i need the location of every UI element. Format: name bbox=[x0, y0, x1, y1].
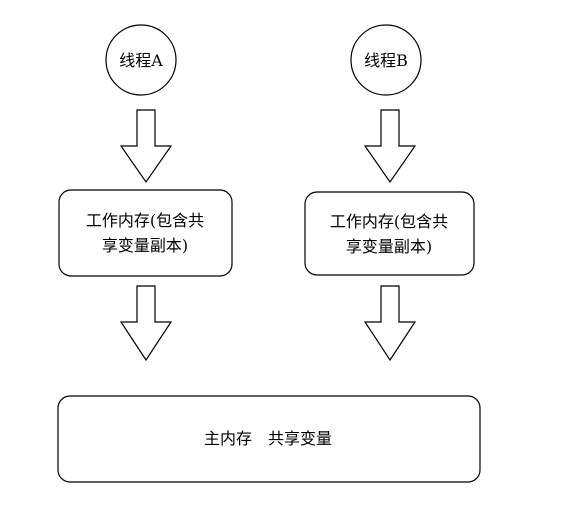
arrow-thread-a-to-working-memory-a bbox=[119, 109, 173, 184]
thread-b-label: 线程B bbox=[364, 51, 408, 70]
working-memory-a-line2: 享变量副本) bbox=[102, 236, 188, 255]
working-memory-b-node: 工作内存(包含共 享变量副本) bbox=[304, 191, 475, 276]
working-memory-b-line2: 享变量副本) bbox=[346, 237, 432, 256]
arrow-working-memory-b-to-main-memory bbox=[363, 285, 417, 362]
working-memory-a-node: 工作内存(包含共 享变量副本) bbox=[58, 189, 233, 277]
working-memory-b-box bbox=[304, 191, 475, 276]
thread-a-node: 线程A bbox=[105, 24, 177, 96]
arrow-thread-b-to-working-memory-b bbox=[363, 109, 417, 184]
thread-a-circle bbox=[105, 24, 177, 96]
main-memory-node: 主内存 共享变量 bbox=[57, 395, 481, 483]
working-memory-a-box bbox=[58, 189, 233, 277]
working-memory-a-line1: 工作内存(包含共 bbox=[86, 211, 204, 230]
main-memory-label: 主内存 共享变量 bbox=[204, 429, 332, 448]
working-memory-b-line1: 工作内存(包含共 bbox=[330, 212, 448, 231]
thread-b-node: 线程B bbox=[350, 24, 422, 96]
thread-a-label: 线程A bbox=[119, 51, 163, 70]
arrow-working-memory-a-to-main-memory bbox=[119, 285, 173, 362]
thread-b-circle bbox=[350, 24, 422, 96]
main-memory-box bbox=[57, 395, 481, 483]
